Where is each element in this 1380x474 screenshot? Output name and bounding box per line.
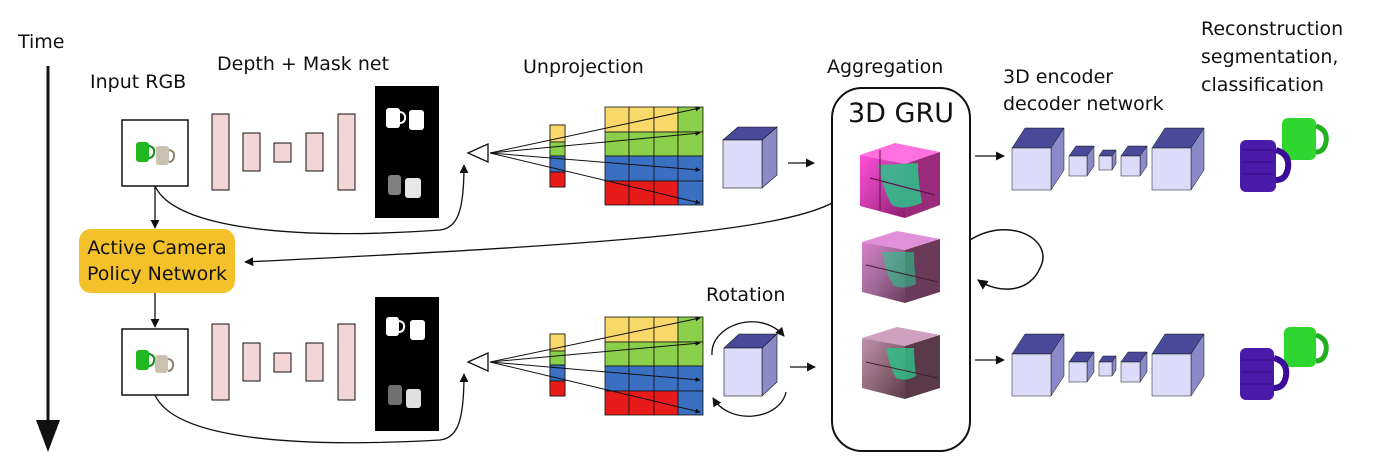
camera-frustum-icon [466, 142, 489, 164]
mask-output-1 [375, 86, 439, 218]
gru-state-cube-2 [862, 231, 940, 303]
depth-strip-2 [549, 333, 566, 397]
loop-arrow-icon [969, 229, 1044, 290]
skip-arrow-1 [154, 164, 469, 235]
input-image-1 [121, 119, 189, 187]
down-arrow-icon [36, 66, 60, 452]
depth-mask-net-2 [211, 323, 356, 401]
reconstruction-output-1 [1240, 118, 1329, 192]
depth-mask-net-1 [211, 113, 356, 191]
input-image-2 [121, 328, 189, 396]
feature-cube-2 [723, 333, 778, 397]
voxel-grid-1 [604, 106, 704, 206]
gru-label: 3D GRU [848, 98, 954, 129]
aggregation-label: Aggregation [827, 56, 943, 78]
mask-output-2 [375, 297, 439, 431]
gru-state-cube-3 [862, 327, 940, 399]
policy-label-1: Active Camera [87, 237, 226, 259]
camera-frustum-icon [466, 351, 489, 373]
unprojection-rays-1 [489, 106, 701, 205]
recon-label-2: segmentation, [1201, 46, 1338, 68]
encoder-decoder-label-1: 3D encoder [1003, 66, 1113, 88]
recon-label-3: classification [1201, 74, 1324, 96]
input-rgb-label: Input RGB [90, 71, 186, 93]
reconstruction-output-2 [1240, 327, 1329, 400]
recon-label-1: Reconstruction [1201, 18, 1343, 40]
policy-label-2: Policy Network [87, 263, 227, 285]
rotation-label: Rotation [706, 284, 785, 306]
unprojection-label: Unprojection [523, 56, 644, 78]
encoder-decoder-1 [1011, 127, 1205, 191]
depth-mask-net-label: Depth + Mask net [217, 53, 389, 75]
gru-state-cube-1 [860, 143, 940, 218]
depth-strip-1 [549, 124, 566, 188]
feature-cube-1 [722, 126, 778, 189]
unprojection-rays-2 [489, 316, 701, 414]
skip-arrow-2 [154, 373, 469, 444]
encoder-decoder-label-2: decoder network [1003, 93, 1164, 115]
voxel-grid-2 [604, 316, 704, 416]
rotate-arrows-icon [711, 321, 787, 417]
arrow-gru-to-policy [244, 201, 835, 267]
encoder-decoder-2 [1011, 333, 1205, 397]
policy-network-box: Active Camera Policy Network [79, 229, 235, 293]
time-label: Time [17, 31, 65, 53]
